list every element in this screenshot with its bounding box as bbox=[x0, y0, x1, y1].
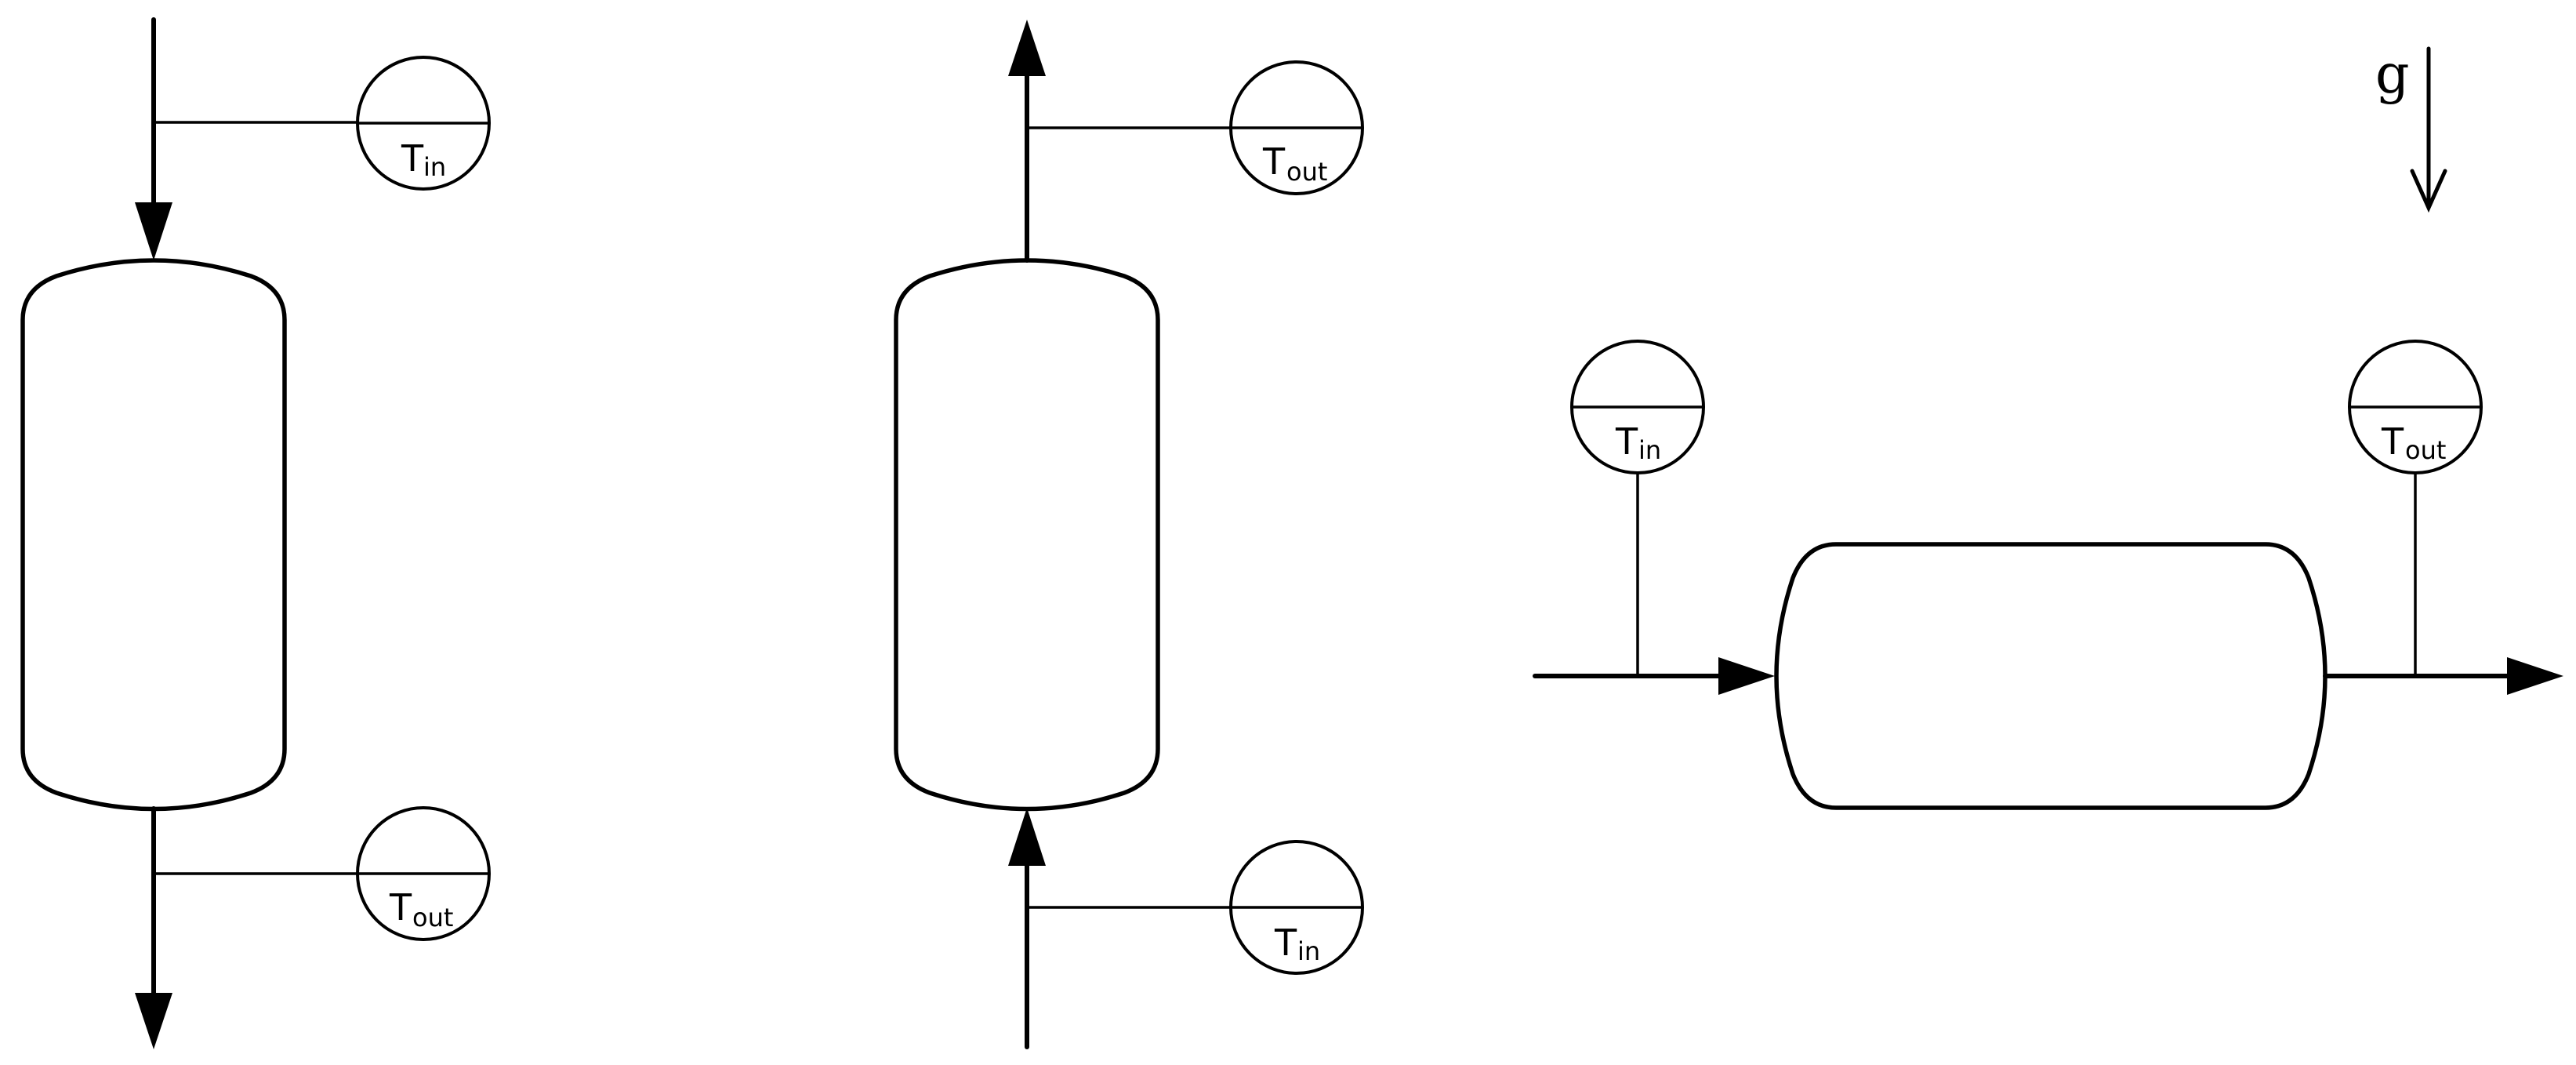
temperature-sensor-inlet: T in bbox=[1570, 340, 1705, 676]
outlet-arrowhead bbox=[135, 993, 172, 1049]
vessel-body bbox=[894, 258, 1160, 812]
sensor-tag-subscript: out bbox=[412, 903, 453, 932]
sensor-tag-subscript: out bbox=[2405, 435, 2446, 465]
temperature-sensor-outlet: T out bbox=[154, 806, 491, 941]
gravity-label: g bbox=[2375, 44, 2410, 106]
sensor-tag-letter: T bbox=[2381, 420, 2404, 463]
inlet-arrowhead bbox=[1718, 657, 1775, 695]
vessel-config-upflow: T out T in bbox=[894, 20, 1364, 1049]
temperature-sensor-outlet: T out bbox=[2348, 340, 2483, 676]
outlet-arrowhead bbox=[2507, 657, 2563, 695]
vessel-config-downflow: T in T out bbox=[20, 17, 491, 1049]
sensor-tag-subscript: in bbox=[1297, 936, 1320, 966]
vessel-body bbox=[20, 258, 287, 812]
gravity-arrowhead bbox=[2410, 169, 2447, 213]
temperature-sensor-inlet: T in bbox=[1027, 840, 1364, 975]
vessel-config-horizontal: T in T out bbox=[1533, 340, 2563, 810]
sensor-tag-letter: T bbox=[1615, 420, 1638, 463]
inlet-arrowhead bbox=[135, 202, 172, 260]
sensor-tag-subscript: out bbox=[1286, 157, 1327, 187]
temperature-sensor-inlet: T in bbox=[154, 56, 491, 191]
outlet-arrowhead bbox=[1008, 20, 1046, 76]
temperature-sensor-outlet: T out bbox=[1027, 60, 1364, 195]
sensor-tag-subscript: in bbox=[423, 152, 446, 182]
vessel-body bbox=[1774, 542, 2327, 810]
sensor-tag-letter: T bbox=[401, 137, 424, 180]
sensor-tag-letter: T bbox=[1274, 921, 1297, 964]
inlet-arrowhead bbox=[1008, 808, 1046, 866]
sensor-tag-letter: T bbox=[389, 886, 412, 929]
gravity-indicator: g bbox=[2375, 44, 2447, 213]
sensor-tag-letter: T bbox=[1262, 140, 1286, 183]
sensor-tag-subscript: in bbox=[1638, 435, 1661, 465]
